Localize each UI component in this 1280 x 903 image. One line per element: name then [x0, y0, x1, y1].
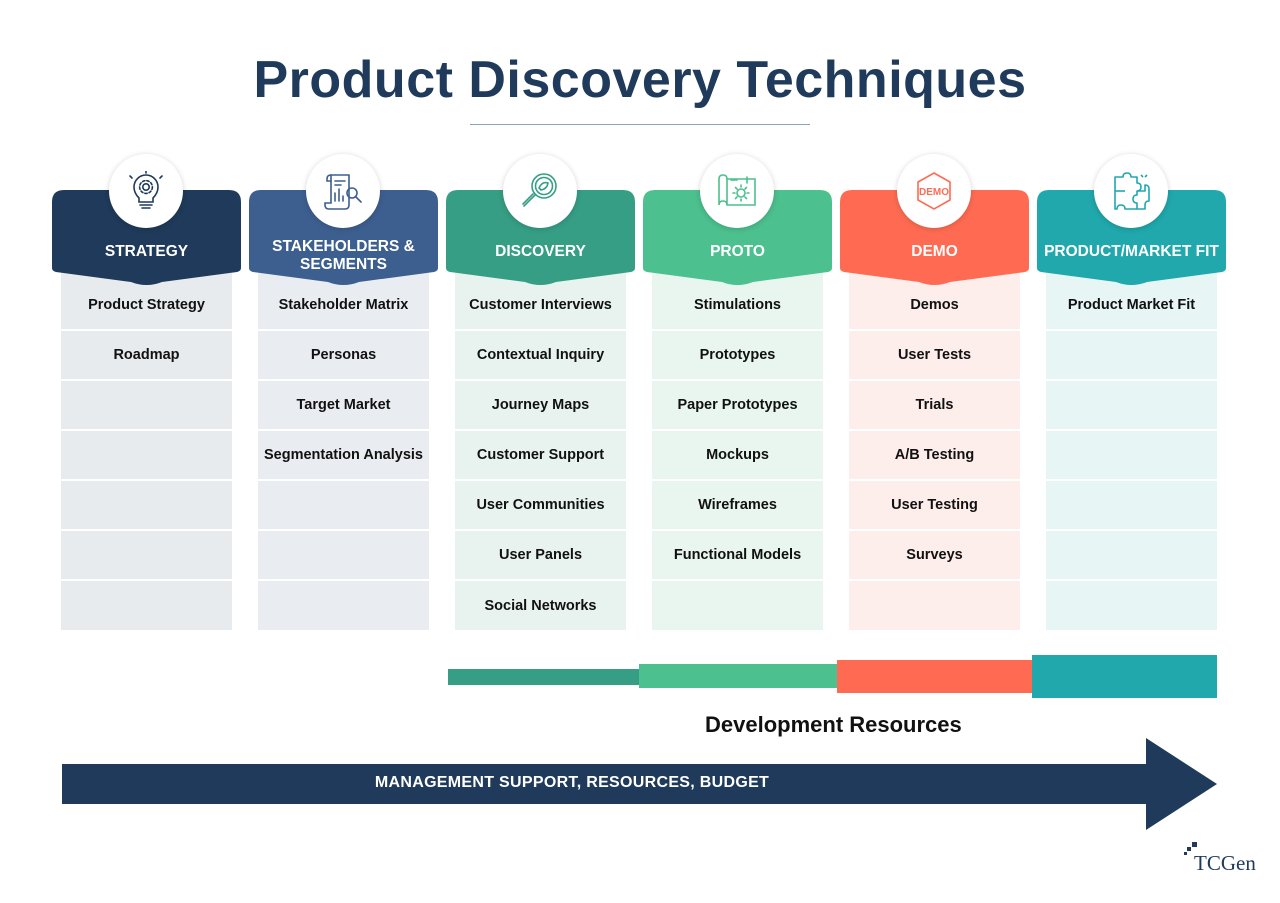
list-item: Customer Support	[455, 431, 626, 481]
list-item	[61, 381, 232, 431]
list-item: Prototypes	[652, 331, 823, 381]
list-item	[61, 531, 232, 581]
resource-bar-fit	[1032, 655, 1217, 698]
page-title: Product Discovery Techniques	[253, 51, 1027, 109]
list-item	[1046, 581, 1217, 630]
column-header: STAKEHOLDERS & SEGMENTS	[249, 150, 438, 290]
header-banner	[643, 190, 832, 285]
header-banner	[840, 190, 1029, 285]
management-support-arrow	[62, 738, 1217, 830]
document-search-icon	[306, 154, 380, 228]
demo-badge-icon: DEMO	[897, 154, 971, 228]
list-item	[61, 581, 232, 630]
list-item: Demos	[849, 273, 1020, 331]
column-body: Product Market Fit	[1046, 273, 1217, 630]
column-header-label-line: STAKEHOLDERS &	[272, 238, 415, 255]
svg-text:DEMO: DEMO	[919, 187, 949, 198]
list-item: Segmentation Analysis	[258, 431, 429, 481]
development-resources-label: Development Resources	[705, 712, 962, 737]
header-banner	[446, 190, 635, 285]
list-item: Mockups	[652, 431, 823, 481]
lightbulb-gear-icon	[109, 154, 183, 228]
list-item	[1046, 331, 1217, 381]
arrow-label: MANAGEMENT SUPPORT, RESOURCES, BUDGET	[374, 774, 770, 791]
list-item	[258, 531, 429, 581]
list-item: Stimulations	[652, 273, 823, 331]
list-item: Roadmap	[61, 331, 232, 381]
list-item: Product Market Fit	[1046, 273, 1217, 331]
magnifier-icon	[503, 154, 577, 228]
column-body: Customer Interviews Contextual Inquiry J…	[455, 273, 626, 630]
column-header-label: PROTO	[710, 243, 765, 260]
list-item	[61, 431, 232, 481]
title-divider	[470, 124, 810, 125]
list-item: Trials	[849, 381, 1020, 431]
column-header-label: STAKEHOLDERS & SEGMENTS	[249, 238, 438, 274]
list-item	[1046, 481, 1217, 531]
column-body: Stimulations Prototypes Paper Prototypes…	[652, 273, 823, 630]
list-item	[61, 481, 232, 531]
column-header-label-line: SEGMENTS	[300, 256, 387, 273]
column-header: PRODUCT/MARKET FIT	[1037, 150, 1226, 290]
resource-bar-demo	[837, 660, 1032, 693]
list-item: Paper Prototypes	[652, 381, 823, 431]
list-item: Contextual Inquiry	[455, 331, 626, 381]
column-header-label: PRODUCT/MARKET FIT	[1044, 243, 1219, 260]
column-header-label: STRATEGY	[104, 243, 189, 260]
list-item	[1046, 381, 1217, 431]
list-item: User Testing	[849, 481, 1020, 531]
tcgen-logo: TCGen	[1184, 842, 1264, 878]
logo-mark-icon	[1184, 842, 1197, 855]
column-header-label: DEMO	[911, 243, 958, 260]
list-item: Product Strategy	[61, 273, 232, 331]
list-item: Personas	[258, 331, 429, 381]
list-item	[849, 581, 1020, 630]
list-item	[258, 581, 429, 630]
column-header-label: DISCOVERY	[495, 243, 586, 260]
list-item	[1046, 431, 1217, 481]
list-item	[652, 581, 823, 630]
list-item: Social Networks	[484, 597, 597, 614]
list-item: Surveys	[849, 531, 1020, 581]
column-header: PROTO	[643, 150, 832, 290]
list-item	[1046, 531, 1217, 581]
column-body: Stakeholder Matrix Personas Target Marke…	[258, 273, 429, 630]
column-body: Product Strategy Roadmap	[61, 273, 232, 630]
list-item: Journey Maps	[455, 381, 626, 431]
header-banner	[249, 190, 438, 285]
resource-bar-discovery	[448, 669, 639, 685]
column-header: DISCOVERY	[446, 150, 635, 290]
header-banner	[52, 190, 241, 285]
resource-bar-proto	[639, 664, 837, 688]
list-item: A/B Testing	[849, 431, 1020, 481]
list-item: Wireframes	[652, 481, 823, 531]
blueprint-icon	[700, 154, 774, 228]
column-header: DEMO DEMO	[840, 150, 1029, 290]
list-item: User Communities	[455, 481, 626, 531]
column-body: Demos User Tests Trials A/B Testing User…	[849, 273, 1020, 630]
list-item	[258, 481, 429, 531]
list-item: Stakeholder Matrix	[258, 273, 429, 331]
list-item: User Tests	[849, 331, 1020, 381]
column-header: STRATEGY	[52, 150, 241, 290]
list-item: User Panels	[455, 531, 626, 581]
puzzle-icon	[1094, 154, 1168, 228]
list-item: Functional Models	[652, 531, 823, 581]
header-banner	[1037, 190, 1226, 285]
list-item: Customer Interviews	[455, 273, 626, 331]
logo-text: TCGen	[1194, 851, 1256, 875]
list-item: Target Market	[258, 381, 429, 431]
